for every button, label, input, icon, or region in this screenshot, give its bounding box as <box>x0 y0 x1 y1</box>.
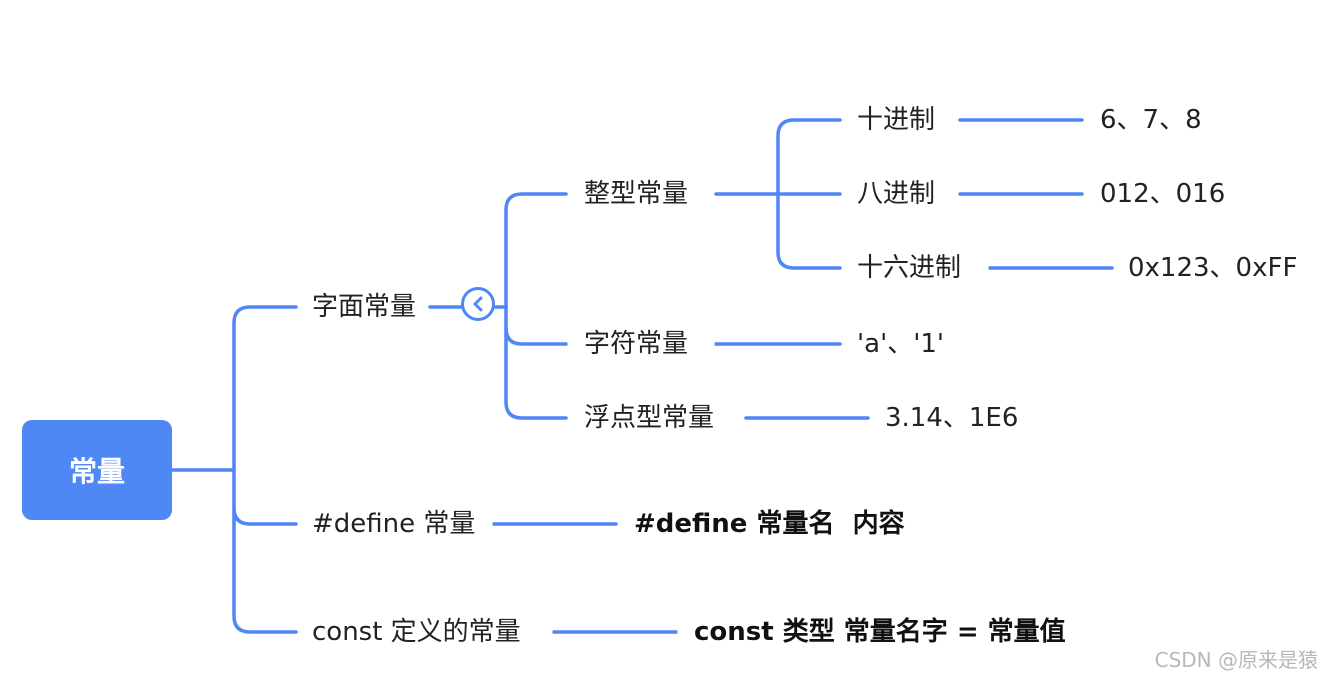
node-literal-constant[interactable]: 字面常量 <box>312 290 416 324</box>
node-float-example[interactable]: 3.14、1E6 <box>885 401 1018 435</box>
watermark: CSDN @原来是猿 <box>1154 648 1318 672</box>
node-float-example-label: 3.14、1E6 <box>885 403 1019 433</box>
node-hex[interactable]: 十六进制 <box>857 251 961 285</box>
node-float-constant[interactable]: 浮点型常量 <box>584 401 714 435</box>
node-integer-constant[interactable]: 整型常量 <box>584 177 688 211</box>
node-const-constant[interactable]: const 定义的常量 <box>312 615 521 649</box>
node-define-constant[interactable]: #define 常量 <box>312 507 475 541</box>
node-hex-label: 十六进制 <box>857 253 962 283</box>
node-literal-constant-label: 字面常量 <box>312 292 417 322</box>
node-const-syntax[interactable]: const 类型 常量名字 = 常量值 <box>694 615 1066 649</box>
node-char-example[interactable]: 'a'、'1' <box>857 327 944 361</box>
node-decimal[interactable]: 十进制 <box>857 103 935 137</box>
node-hex-example[interactable]: 0x123、0xFF <box>1128 251 1297 285</box>
node-octal-example[interactable]: 012、016 <box>1100 177 1225 211</box>
node-define-syntax-label: #define 常量名 内容 <box>634 509 905 539</box>
collapse-toggle[interactable] <box>461 287 495 321</box>
node-const-constant-label: const 定义的常量 <box>312 617 521 647</box>
node-decimal-example-label: 6、7、8 <box>1100 105 1202 135</box>
chevron-left-icon <box>473 296 483 312</box>
node-char-constant-label: 字符常量 <box>584 329 689 359</box>
node-integer-constant-label: 整型常量 <box>584 179 689 209</box>
node-define-constant-label: #define 常量 <box>312 509 476 539</box>
root-label: 常量 <box>68 455 125 488</box>
node-char-constant[interactable]: 字符常量 <box>584 327 688 361</box>
node-octal[interactable]: 八进制 <box>857 177 935 211</box>
node-octal-example-label: 012、016 <box>1100 179 1226 209</box>
node-char-example-label: 'a'、'1' <box>857 329 945 359</box>
node-float-constant-label: 浮点型常量 <box>584 403 715 433</box>
node-hex-example-label: 0x123、0xFF <box>1128 253 1298 283</box>
node-octal-label: 八进制 <box>857 179 936 209</box>
node-define-syntax[interactable]: #define 常量名 内容 <box>634 507 905 541</box>
root-node[interactable]: 常量 <box>22 420 172 520</box>
node-decimal-example[interactable]: 6、7、8 <box>1100 103 1202 137</box>
node-decimal-label: 十进制 <box>857 105 936 135</box>
node-const-syntax-label: const 类型 常量名字 = 常量值 <box>694 617 1066 647</box>
